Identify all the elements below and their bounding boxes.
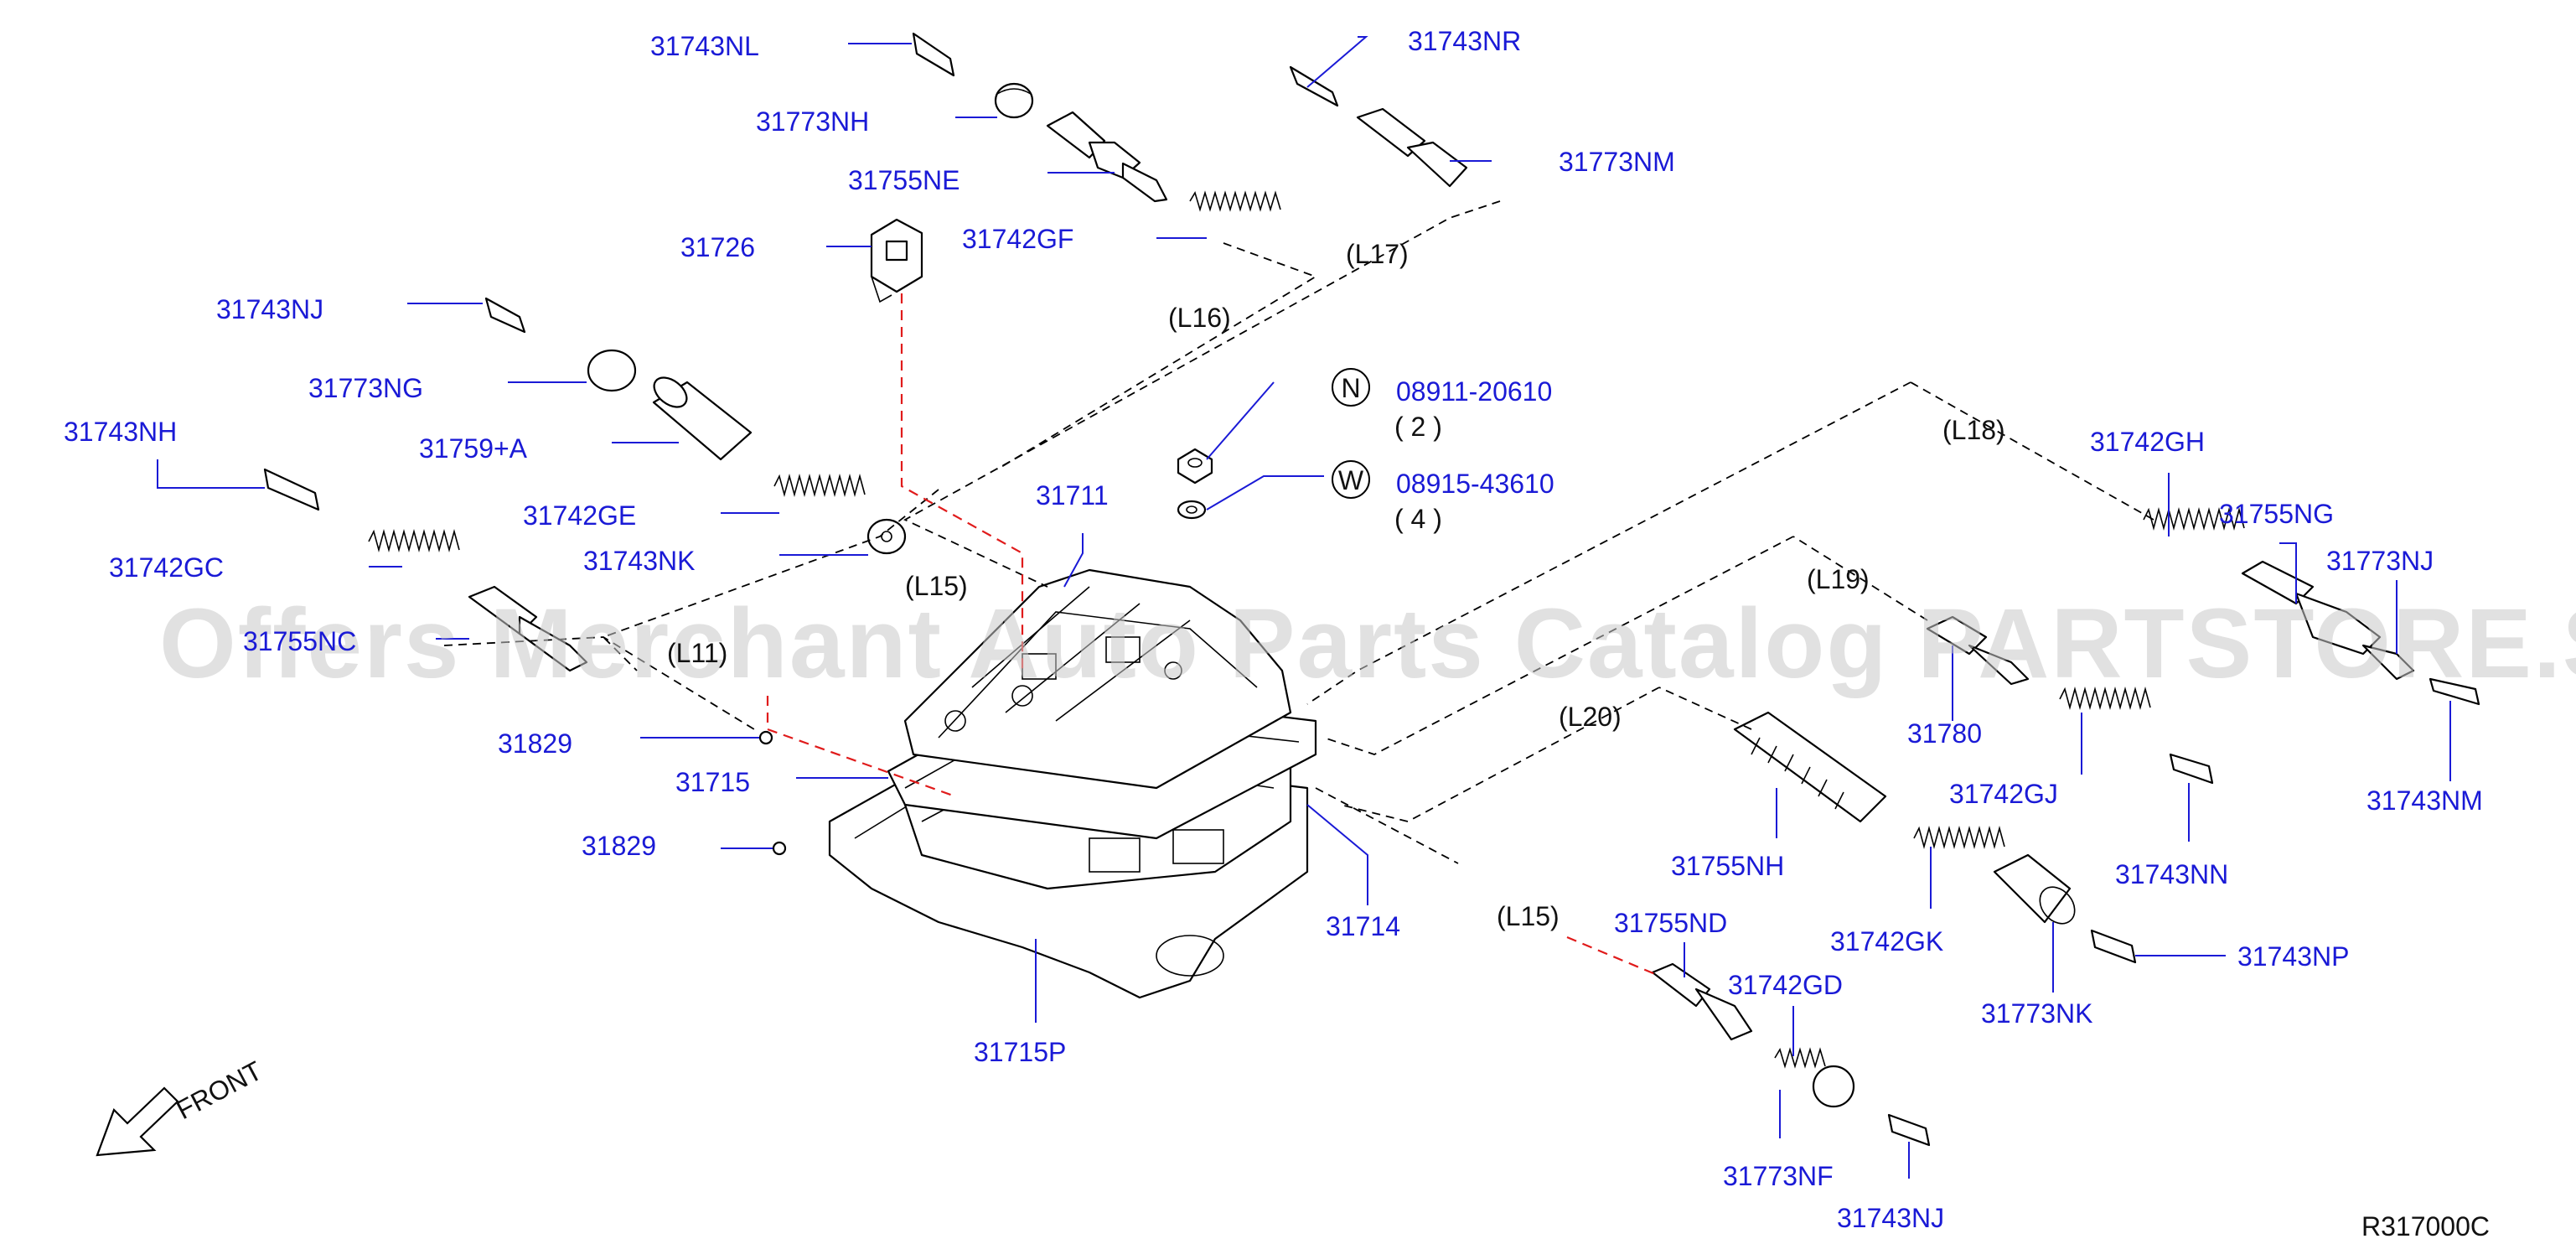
hardware-part-n: 08911-20610 (1396, 376, 1552, 407)
hardware-marker-w: W (1332, 460, 1370, 499)
red-dashed-leaders (766, 293, 1656, 976)
retainer-clip-nh (263, 468, 320, 511)
check-ball-31829 (758, 730, 787, 856)
hardware-part-w: 08915-43610 (1396, 469, 1554, 499)
valve-31780 (1926, 615, 2030, 686)
spring-gk (1913, 825, 2005, 850)
valve-nc (468, 585, 588, 672)
leader-lines (157, 36, 2451, 1179)
svg-text:W: W (1338, 465, 1364, 495)
part-label[interactable]: 31742GC (109, 552, 224, 583)
part-label[interactable]: 31743NJ (1837, 1203, 1944, 1233)
location-tag: (L16) (1168, 303, 1231, 333)
part-label[interactable]: 31714 (1326, 911, 1400, 941)
plug-nk (866, 518, 907, 555)
valve-ne (1046, 111, 1168, 203)
part-label[interactable]: 31742GH (2090, 427, 2205, 457)
part-label[interactable]: 31755NE (848, 165, 960, 195)
part-label[interactable]: 31755NC (243, 626, 356, 656)
part-label[interactable]: 31780 (1907, 718, 1982, 749)
nut-08911 (1177, 448, 1213, 485)
retainer-clip-nr (1289, 65, 1339, 107)
part-label[interactable]: 31743NN (2115, 859, 2228, 889)
part-label[interactable]: 31759+A (419, 433, 528, 464)
part-label[interactable]: 31742GF (962, 224, 1073, 254)
part-label[interactable]: 31742GE (523, 500, 636, 531)
location-tag: (L20) (1559, 702, 1622, 732)
location-tag: (L18) (1942, 415, 2005, 445)
plug-nf (1812, 1065, 1855, 1108)
spring-ge (773, 473, 866, 498)
washer-08915 (1177, 500, 1207, 520)
part-label[interactable]: 31711 (1036, 480, 1109, 511)
spring-gf (1189, 190, 1281, 212)
retainer-clip-nn (2169, 753, 2214, 785)
watermark: Offers Merchant Auto Parts Catalog PARTS… (159, 588, 2576, 699)
solenoid-31726 (870, 218, 923, 303)
front-arrow-icon (96, 1086, 179, 1157)
part-label[interactable]: 31755ND (1614, 908, 1727, 938)
spring-gc (368, 528, 460, 553)
location-tag: (L15) (905, 571, 968, 601)
location-tag: (L15) (1497, 901, 1560, 931)
part-label[interactable]: 31715 (675, 767, 750, 797)
valve-body-assembly (828, 568, 1317, 999)
valve-nd (1651, 962, 1753, 1041)
spring-gh (2143, 506, 2245, 531)
part-label[interactable]: 31742GK (1830, 926, 1943, 956)
part-label[interactable]: 31743NL (650, 31, 759, 61)
part-label[interactable]: 31829 (498, 728, 572, 759)
retainer-clip-nj-left (484, 297, 526, 334)
part-label[interactable]: 31773NK (1981, 998, 2092, 1029)
retainer-clip-nm (2429, 677, 2480, 706)
spring-gd (1774, 1047, 1826, 1069)
part-label[interactable]: 31755NH (1671, 851, 1784, 881)
part-label[interactable]: 31773NH (756, 106, 869, 137)
part-label[interactable]: 31773NJ (2326, 546, 2434, 576)
location-tag: (L17) (1346, 239, 1409, 269)
part-label[interactable]: 31773NF (1723, 1161, 1834, 1191)
front-label: FRONT (171, 1055, 266, 1126)
part-label[interactable]: 31773NM (1559, 147, 1675, 177)
valve-nh (1733, 711, 1887, 823)
location-tag: (L19) (1807, 564, 1870, 594)
diagram-code: R317000C (2361, 1211, 2490, 1241)
svg-text:N: N (1341, 373, 1360, 403)
retainer-clip-nj-right (1887, 1113, 1931, 1147)
part-label[interactable]: 31742GJ (1949, 779, 2058, 809)
part-label[interactable]: 31742GD (1728, 970, 1843, 1000)
part-label[interactable]: 31743NJ (216, 294, 323, 324)
part-label[interactable]: 31715P (974, 1037, 1066, 1067)
part-label[interactable]: 31743NM (2367, 785, 2483, 816)
location-tag: (L11) (667, 638, 727, 668)
part-label[interactable]: 31726 (680, 232, 755, 262)
sleeve-31759 (652, 376, 753, 461)
plug-nh (994, 82, 1034, 119)
part-label[interactable]: 31743NP (2237, 941, 2349, 972)
part-label[interactable]: 31743NK (583, 546, 695, 576)
part-label[interactable]: 31743NR (1408, 26, 1521, 56)
valve-nm (1356, 107, 1468, 188)
part-label[interactable]: 31829 (582, 831, 656, 861)
part-label[interactable]: 31773NG (308, 373, 423, 403)
part-label[interactable]: 31743NH (64, 417, 177, 447)
hardware-qty-w: ( 4 ) (1394, 504, 1442, 534)
plug-ng (587, 349, 637, 392)
hardware-qty-n: ( 2 ) (1394, 412, 1442, 442)
plug-nk-right (1993, 853, 2076, 925)
spring-gj (2059, 686, 2151, 711)
assembly-dashed-lines (443, 200, 2154, 864)
retainer-clip-np (2090, 929, 2137, 964)
retainer-clip-nl (912, 32, 955, 77)
hardware-marker-n: N (1332, 368, 1370, 407)
part-label[interactable]: 31755NG (2219, 499, 2334, 529)
